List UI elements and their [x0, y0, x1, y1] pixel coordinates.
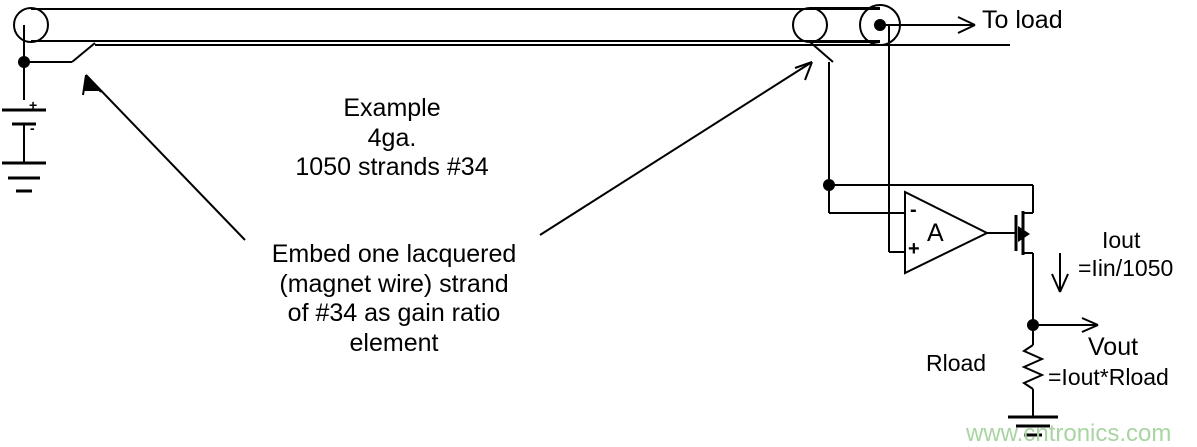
opamp-symbol-label: A — [927, 219, 944, 247]
callout-line-right — [539, 61, 813, 236]
cable-end-cylinder-right — [792, 7, 828, 43]
battery-negative-label: - — [30, 120, 35, 136]
operational-amplifier — [904, 190, 1015, 275]
opamp-inverting-input-label: - — [910, 199, 917, 221]
site-watermark: www.cntronics.com — [966, 420, 1172, 447]
callout-line-left — [85, 74, 246, 241]
cable-assembly — [13, 4, 1010, 46]
iout-current-arrow — [1051, 253, 1069, 293]
n-channel-mosfet — [1014, 185, 1034, 325]
example-spec-label: Example 4ga. 1050 strands #34 — [295, 94, 489, 181]
vout-arrowhead — [1081, 317, 1099, 333]
strand-exit-diagonal-right — [809, 41, 834, 63]
rload-resistor-zigzag — [1021, 344, 1045, 390]
right-sense-branch — [809, 16, 1033, 253]
rload-label: Rload — [926, 350, 987, 376]
embed-instruction-label: Embed one lacquered (magnet wire) strand… — [271, 240, 517, 357]
strand-exit-diagonal-left — [71, 42, 96, 63]
callout-arrowhead-left — [84, 75, 99, 91]
mosfet-body-arrow — [1018, 226, 1030, 242]
left-source-branch — [2, 25, 96, 193]
iout-arrowhead — [1051, 273, 1069, 293]
junction-dot-left — [18, 56, 30, 68]
annotation-arrows — [82, 61, 813, 241]
opamp-triangle — [904, 190, 990, 275]
opamp-noninverting-input-label: + — [908, 238, 920, 260]
to-load-label: To load — [982, 6, 1063, 34]
iin-ratio-label: =Iin/1050 — [1078, 255, 1174, 281]
vout-label: Vout — [1088, 333, 1139, 361]
iout-label: Iout — [1102, 227, 1141, 253]
cable-end-cylinder-left — [13, 7, 49, 43]
callout-arrowhead-right — [794, 61, 813, 81]
rload-branch — [1008, 317, 1099, 437]
vout-equation-label: =Iout*Rload — [1048, 364, 1169, 390]
to-load-arrowhead — [957, 16, 976, 34]
callout-arrowhead-left-stroke — [82, 74, 102, 96]
battery-positive-label: + — [29, 97, 38, 113]
